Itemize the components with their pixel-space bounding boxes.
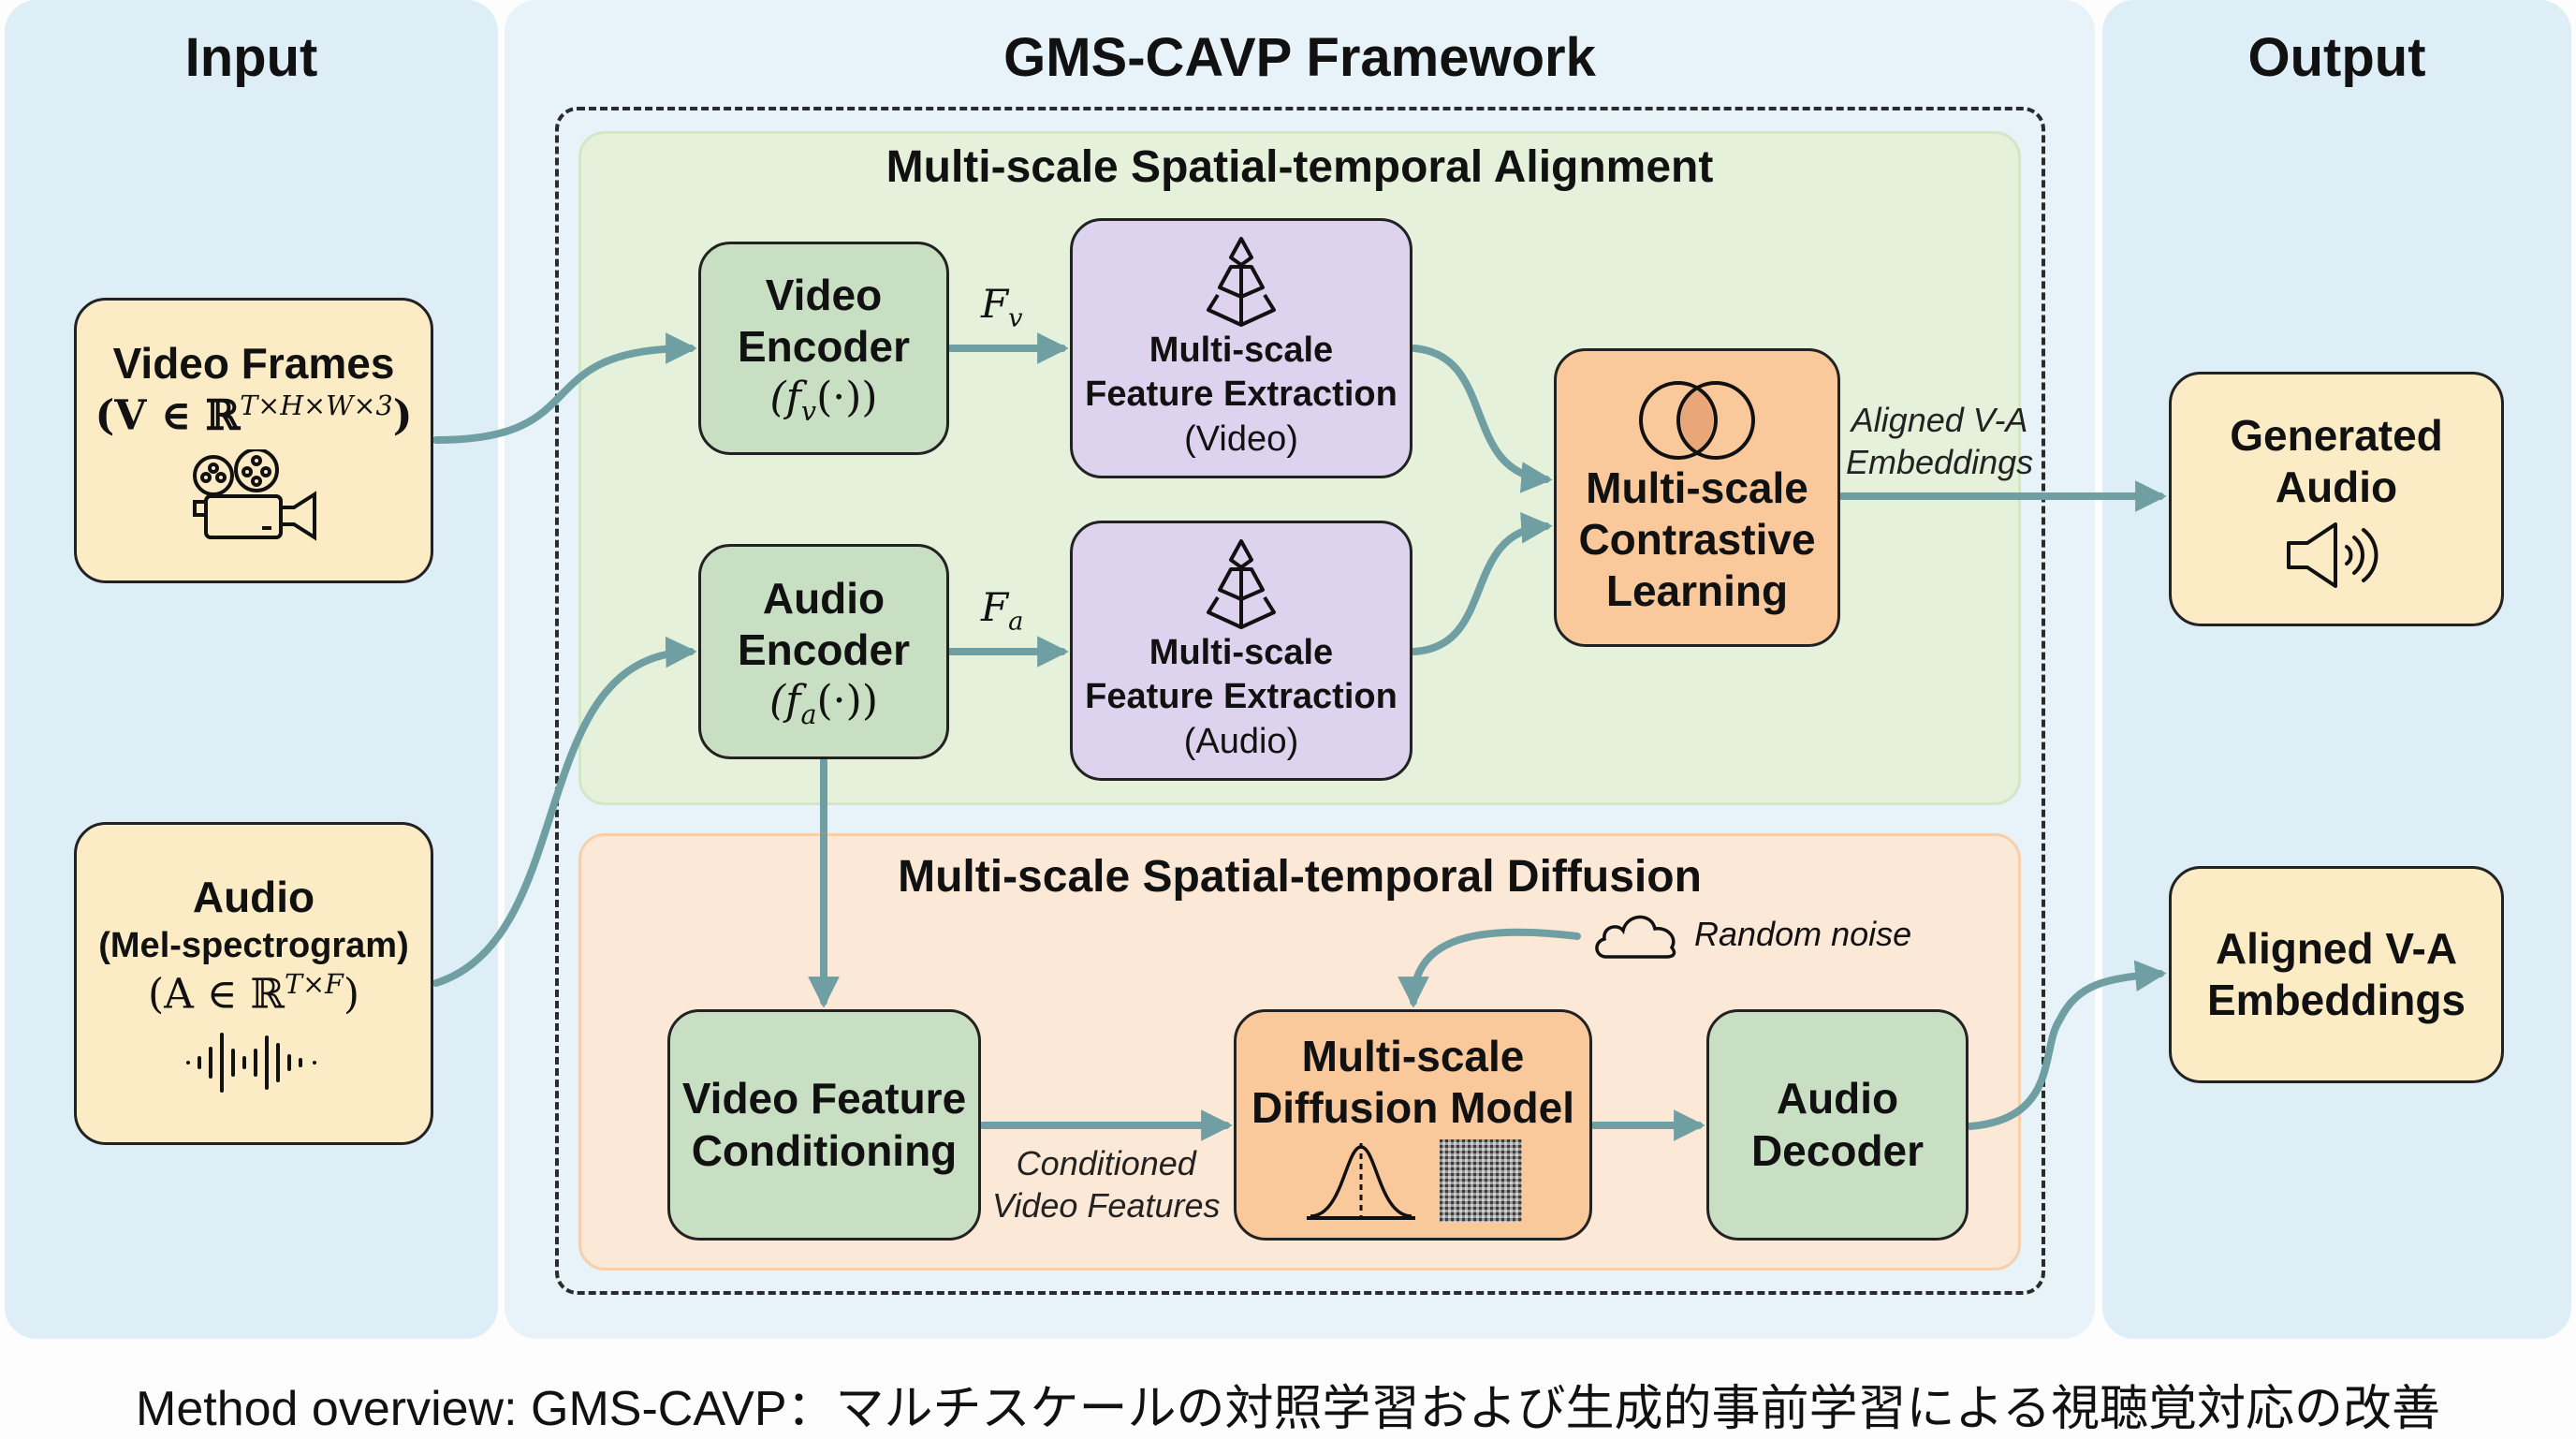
audio-encoder-line2: Encoder [737, 625, 911, 675]
diffusion-model-line1: Multi-scale [1301, 1032, 1525, 1080]
random-noise-label: Random noise [1694, 915, 1912, 953]
contrastive-learning-box: Multi-scale Contrastive Learning [1554, 348, 1840, 647]
video-encoder-line1: Video [765, 271, 883, 320]
generated-audio-line1: Generated [2230, 410, 2443, 460]
video-encoder-function: (fv(·)) [769, 373, 878, 427]
audio-input-subtitle: (Mel-spectrogram) [98, 925, 409, 965]
output-panel-title: Output [2247, 27, 2426, 88]
audio-decoder-line2: Decoder [1750, 1125, 1925, 1175]
video-extraction-line3: (Video) [1184, 418, 1298, 459]
audio-extraction-line1: Multi-scale [1149, 632, 1334, 672]
video-feature-conditioning-box: Video Feature Conditioning [667, 1009, 981, 1241]
diffusion-model-icons [1305, 1139, 1522, 1223]
audio-input-shape: (A ∈ ℝT×F) [147, 968, 360, 1019]
conditioning-line2: Conditioning [691, 1125, 958, 1175]
output-panel: Output [2102, 0, 2571, 1339]
video-extraction-line2: Feature Extraction [1085, 374, 1398, 415]
audio-input-title: Audio [192, 873, 315, 922]
audio-extraction-line2: Feature Extraction [1085, 677, 1398, 717]
video-encoder-line2: Encoder [737, 322, 911, 372]
aligned-embeddings-arrow-label: Aligned V-A Embeddings [1846, 401, 2034, 481]
gaussian-curve-icon [1306, 1143, 1415, 1221]
audio-encoder-box: Audio Encoder (fa(·)) [698, 544, 949, 759]
video-frames-box: Video Frames (V ∈ ℝT×H×W×3) [74, 298, 433, 583]
diffusion-model-box: Multi-scale Diffusion Model [1234, 1009, 1592, 1241]
audio-decoder-line1: Audio [1776, 1074, 1899, 1123]
aligned-embeddings-line2: Embeddings [2206, 976, 2466, 1024]
video-frames-title: Video Frames [112, 339, 395, 389]
audio-feature-label: Fa [981, 584, 1024, 637]
figure-caption: Method overview: GMS-CAVP：マルチスケールの対照学習およ… [136, 1382, 2440, 1436]
contrastive-line3: Learning [1605, 566, 1789, 616]
pyramid-icon [1207, 538, 1276, 629]
diffusion-model-line2: Diffusion Model [1251, 1083, 1574, 1133]
alignment-section-title: Multi-scale Spatial-temporal Alignment [886, 142, 1714, 192]
contrastive-line2: Contrastive [1578, 514, 1816, 564]
diffusion-section-title: Multi-scale Spatial-temporal Diffusion [898, 852, 1702, 902]
video-frames-shape: (V ∈ ℝT×H×W×3) [95, 389, 413, 441]
waveform-icon [186, 1032, 316, 1093]
video-feature-label: Fv [981, 281, 1023, 333]
conditioned-features-label: Conditioned Video Features [992, 1144, 1221, 1225]
cloud-icon [1595, 915, 1676, 959]
pyramid-icon [1207, 236, 1276, 327]
aligned-embeddings-line1: Aligned V-A [2215, 923, 2458, 973]
video-extraction-line1: Multi-scale [1149, 330, 1334, 370]
generated-audio-box: Generated Audio [2169, 372, 2504, 626]
generated-audio-line2: Audio [2275, 463, 2398, 511]
aligned-embeddings-output-box: Aligned V-A Embeddings [2169, 866, 2504, 1083]
audio-decoder-box: Audio Decoder [1706, 1009, 1969, 1241]
video-encoder-box: Video Encoder (fv(·)) [698, 242, 949, 455]
contrastive-line1: Multi-scale [1586, 463, 1808, 512]
video-feature-extraction-box: Multi-scale Feature Extraction (Video) [1070, 218, 1412, 478]
audio-extraction-line3: (Audio) [1183, 721, 1299, 761]
venn-icon [1639, 380, 1755, 460]
random-noise-source: Random noise [1591, 908, 1911, 961]
noise-image-icon [1439, 1139, 1522, 1223]
conditioning-line1: Video Feature [681, 1074, 967, 1123]
audio-feature-extraction-box: Multi-scale Feature Extraction (Audio) [1070, 521, 1412, 781]
input-panel-title: Input [184, 27, 318, 88]
audio-encoder-function: (fa(·)) [769, 676, 878, 730]
audio-encoder-line1: Audio [762, 574, 886, 624]
speaker-icon [2287, 522, 2378, 589]
audio-input-box: Audio (Mel-spectrogram) (A ∈ ℝT×F) [74, 822, 433, 1145]
framework-panel-title: GMS-CAVP Framework [1003, 27, 1596, 88]
film-camera-icon [193, 448, 316, 541]
